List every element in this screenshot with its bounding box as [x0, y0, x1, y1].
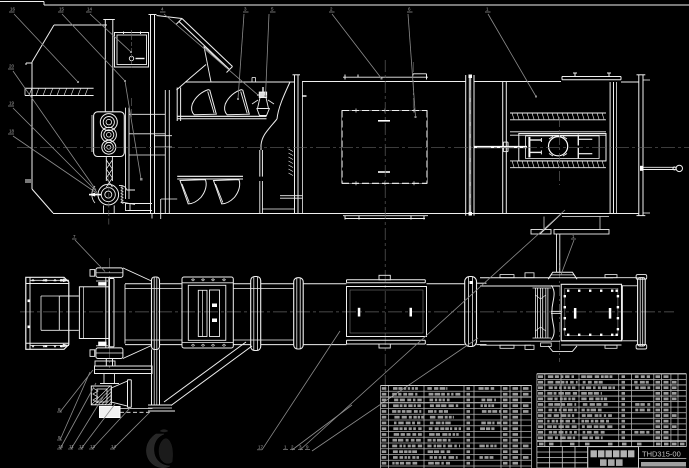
svg-text:4: 4	[161, 7, 164, 12]
svg-text:9: 9	[306, 445, 309, 450]
svg-text:19: 19	[9, 101, 15, 106]
svg-text:20: 20	[9, 64, 15, 69]
svg-text:9: 9	[58, 435, 61, 440]
svg-text:12: 12	[79, 444, 85, 449]
svg-text:10: 10	[58, 444, 64, 449]
svg-text:3: 3	[299, 445, 302, 450]
svg-text:16: 16	[10, 7, 16, 12]
svg-text:THD315-00: THD315-00	[642, 450, 681, 459]
svg-text:1: 1	[572, 234, 575, 239]
svg-text:8: 8	[58, 407, 61, 412]
svg-text:17: 17	[258, 445, 264, 450]
svg-text:2: 2	[330, 7, 333, 12]
svg-text:13: 13	[90, 444, 96, 449]
svg-text:7: 7	[73, 234, 76, 239]
svg-text:1: 1	[284, 445, 287, 450]
svg-text:18: 18	[9, 129, 15, 134]
svg-text:1: 1	[486, 7, 489, 12]
svg-text:15: 15	[59, 7, 65, 12]
svg-text:14: 14	[111, 444, 117, 449]
svg-text:5: 5	[271, 7, 274, 12]
svg-text:6: 6	[408, 7, 411, 12]
svg-text:11: 11	[69, 444, 74, 449]
svg-text:14: 14	[87, 7, 93, 12]
svg-text:3: 3	[244, 7, 247, 12]
svg-text:2: 2	[291, 445, 294, 450]
